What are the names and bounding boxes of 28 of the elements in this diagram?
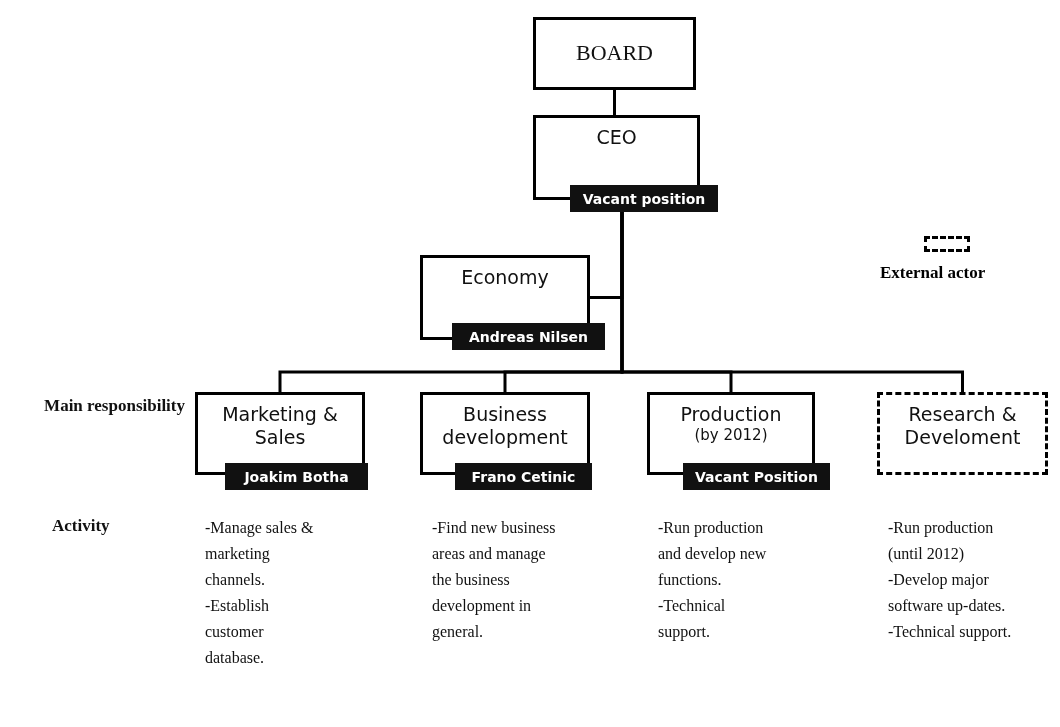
activity-text: -Establish customer database. <box>205 596 270 668</box>
activity-text: -Run production (until 2012) <box>888 518 995 565</box>
unit-note: (by 2012) <box>694 425 768 444</box>
unit-title: CEO <box>596 126 637 149</box>
activity-text: -Find new business areas and manage the business development in general. <box>432 518 557 643</box>
name-tag: Joakim Botha <box>225 463 368 490</box>
activity-text: -Develop major software up-dates. <box>888 570 1007 617</box>
unit-title: BOARD <box>576 40 653 67</box>
unit-title: Research & Develoment <box>903 403 1022 449</box>
connector-line <box>613 90 616 115</box>
org-box <box>533 17 696 90</box>
activity-text: -Run production and develop new functions. <box>658 518 768 590</box>
row-label: Main responsibility <box>43 395 185 417</box>
activity-text: -Manage sales & marketing channels. <box>205 518 315 590</box>
unit-title: Business development <box>441 403 569 449</box>
activity-text: -Technical support. <box>888 622 1013 643</box>
unit-title: Economy <box>461 266 549 289</box>
row-label: Activity <box>52 515 111 537</box>
unit-title: Production <box>680 403 782 426</box>
name-tag: Vacant Position <box>683 463 830 490</box>
unit-title: Marketing & Sales <box>221 403 339 449</box>
activity-text: -Technical support. <box>658 596 727 643</box>
name-tag: Andreas Nilsen <box>452 323 605 350</box>
connector-line <box>620 212 964 392</box>
legend-text: External actor <box>880 263 986 283</box>
org-box <box>877 392 1048 475</box>
name-tag: Frano Cetinic <box>455 463 592 490</box>
name-tag: Vacant position <box>570 185 718 212</box>
